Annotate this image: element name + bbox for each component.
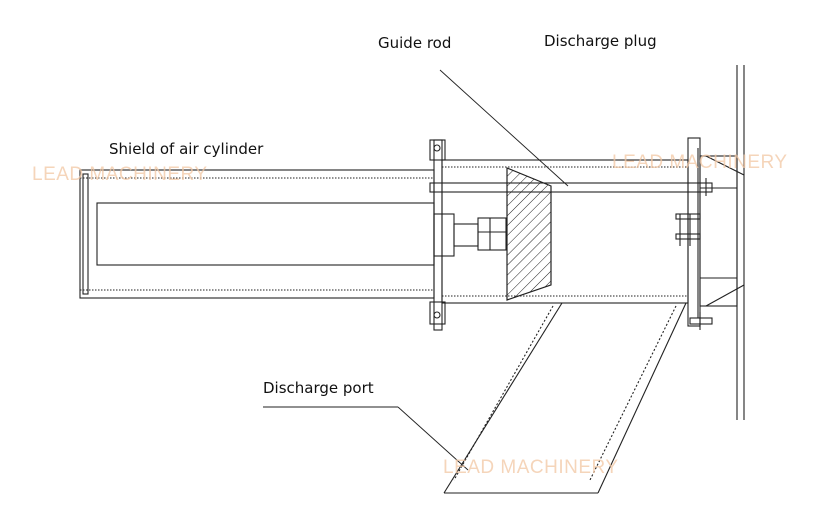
guide-rod [429,178,713,196]
watermark-right: LEAD MACHINERY [612,152,788,173]
discharge-plug [506,167,552,301]
watermark-left: LEAD MACHINERY [32,164,208,185]
valve-housing [441,148,699,318]
housing-flange [429,139,446,331]
vessel-wall [736,65,745,420]
label-shield: Shield of air cylinder [109,140,264,158]
label-guide-rod: Guide rod [378,34,452,52]
label-discharge-plug: Discharge plug [544,32,657,50]
label-discharge-port: Discharge port [263,379,374,397]
leader-lines [263,69,569,471]
discharge-port-chute [443,302,687,494]
discharge-port-leader-diagonal [397,406,469,471]
piston-rod [433,213,507,257]
guide-rod-leader [439,69,569,187]
cylinder-shield [79,169,435,299]
watermark-bottom: LEAD MACHINERY [443,457,619,478]
